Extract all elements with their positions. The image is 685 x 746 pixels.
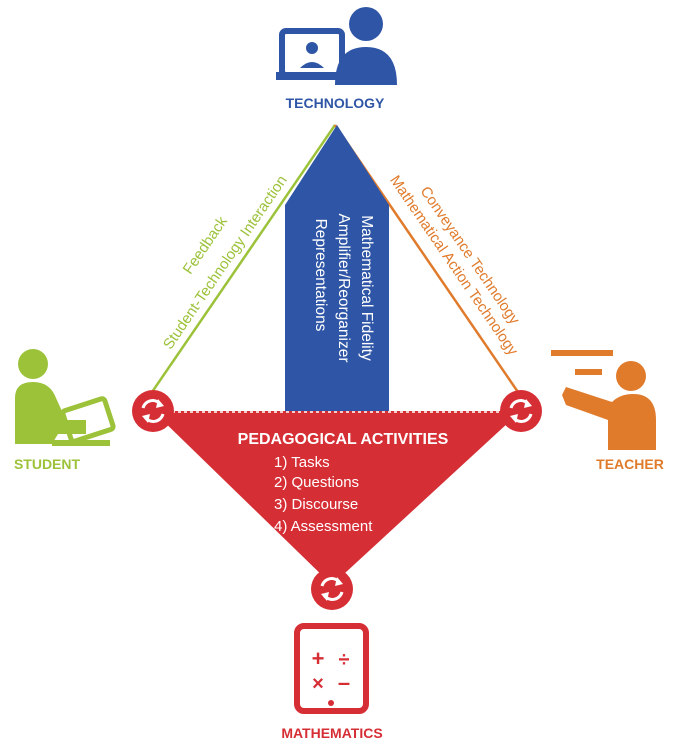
math-tablet-icon: + ÷ × – <box>294 623 369 714</box>
cycle-icon <box>132 390 174 432</box>
cycle-icon <box>500 390 542 432</box>
presenter-screen-icon <box>276 7 397 85</box>
svg-text:×: × <box>312 673 324 695</box>
activities-title: PEDAGOGICAL ACTIVITIES <box>238 431 449 448</box>
teacher-node: TEACHER <box>551 350 664 472</box>
svg-text:÷: ÷ <box>339 649 350 671</box>
technology-label: TECHNOLOGY <box>286 95 385 111</box>
student-edge-label-interaction: Student-Technology Interaction <box>160 172 291 352</box>
teacher-pointing-icon <box>551 350 656 450</box>
student-at-desk-icon <box>15 349 116 446</box>
teacher-label: TEACHER <box>596 456 664 472</box>
activity-questions: 2) Questions <box>274 474 359 491</box>
arrow-item-amplifier: Amplifier/Reorganizer <box>335 213 352 362</box>
student-node: STUDENT <box>14 349 116 472</box>
svg-text:–: – <box>338 670 350 695</box>
pedagogical-activities-triangle <box>153 411 521 585</box>
activity-discourse: 3) Discourse <box>274 496 358 513</box>
cycle-icon <box>311 568 353 610</box>
arrow-item-fidelity: Mathematical Fidelity <box>358 215 375 361</box>
mathematics-node: + ÷ × – MATHEMATICS <box>281 623 383 741</box>
student-label: STUDENT <box>14 456 81 472</box>
technology-node: TECHNOLOGY <box>276 7 397 111</box>
teacher-edge-label-action: Mathematical Action Technology <box>386 172 521 359</box>
activity-assessment: 4) Assessment <box>274 518 373 535</box>
student-technology-edge <box>148 124 337 396</box>
mathematics-label: MATHEMATICS <box>281 725 382 741</box>
svg-text:+: + <box>312 646 325 671</box>
teacher-edge-label-conveyance: Conveyance Technology <box>417 183 523 328</box>
arrow-item-representations: Representations <box>312 219 329 332</box>
activity-tasks: 1) Tasks <box>274 454 330 471</box>
technology-arrow <box>285 125 389 415</box>
